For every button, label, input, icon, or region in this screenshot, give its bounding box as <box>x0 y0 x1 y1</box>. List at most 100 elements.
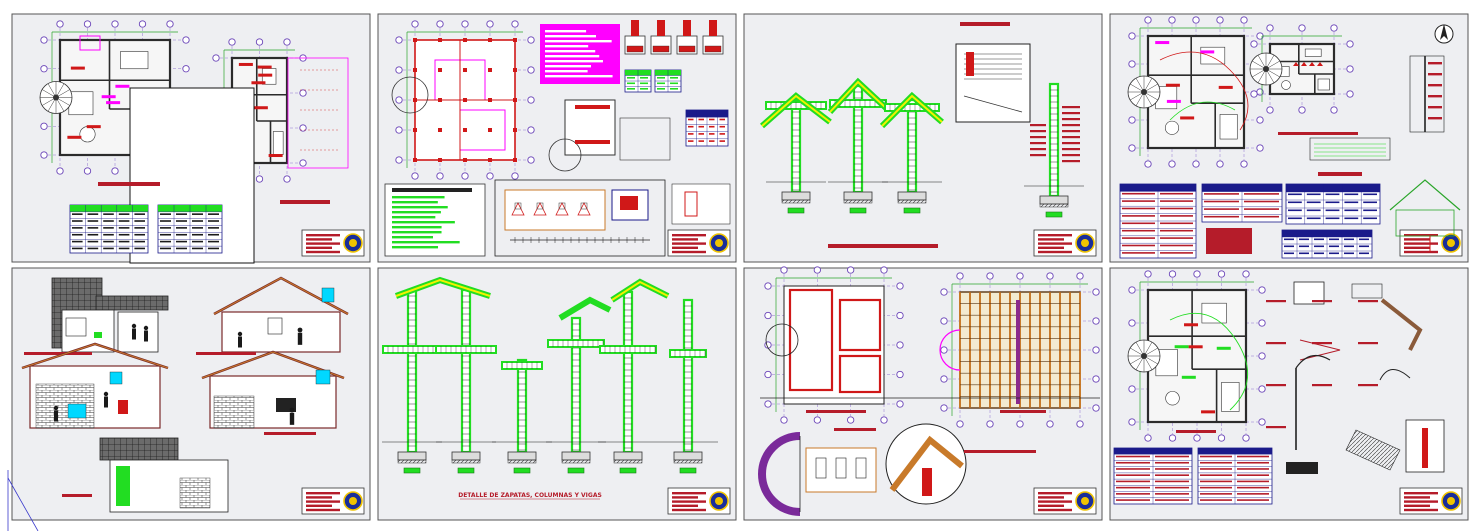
data-table-cell <box>670 82 678 85</box>
rebar-detail-frame <box>504 189 606 231</box>
axis-bubble <box>56 20 64 28</box>
data-table-cell <box>192 213 203 215</box>
detail-callout <box>619 117 671 161</box>
note-line <box>545 45 589 48</box>
detail-label <box>1358 342 1378 345</box>
data-table-cell <box>1160 252 1193 254</box>
footing-base <box>451 459 481 464</box>
data-table <box>1201 183 1283 223</box>
foundation-stair-outline <box>391 76 429 114</box>
axis-bubble <box>1266 106 1274 114</box>
page-caption-text: DETALLE DE ZAPATAS, COLUMNAS Y VIGAS <box>458 492 602 499</box>
data-table-cell <box>1244 193 1279 195</box>
stair-post <box>1141 353 1147 359</box>
rebar-note <box>1030 124 1046 127</box>
human-figure <box>289 407 295 425</box>
figure-head <box>131 323 137 329</box>
axis-bubble <box>1346 90 1354 98</box>
axis-bubble <box>940 375 948 383</box>
sheet-3 <box>743 13 1103 263</box>
data-table-cell <box>627 77 635 79</box>
footing-pad <box>488 128 492 132</box>
structural-column <box>492 358 552 474</box>
logo-seal <box>343 491 363 511</box>
data-table-cell <box>1237 493 1269 495</box>
data-table-cell <box>1325 201 1340 204</box>
data-table-cell <box>1329 245 1339 248</box>
axis-bubble <box>182 36 190 44</box>
axis-bubble <box>1092 346 1100 354</box>
data-table-cell <box>1325 209 1340 212</box>
spiral-stair <box>1249 52 1283 86</box>
axis-bubble <box>780 266 788 274</box>
title-block-line <box>672 250 706 254</box>
title-block-line <box>1038 500 1072 503</box>
floor-plan <box>1127 34 1246 150</box>
roof-drain-detail <box>1380 298 1423 351</box>
axis-bubble <box>1128 60 1136 68</box>
footing-pad <box>438 98 442 102</box>
data-table-cell <box>1237 468 1269 470</box>
footing-pad <box>488 68 492 72</box>
annotation-tag <box>258 73 273 77</box>
rebar-section <box>558 202 566 210</box>
rebar-section <box>514 202 522 210</box>
title-block-line <box>1038 238 1064 241</box>
data-table-cell <box>1160 200 1193 202</box>
elevation-title-tag <box>24 352 92 355</box>
data-table-cell <box>1160 215 1193 217</box>
data-table-cell <box>1288 193 1302 196</box>
note-line <box>545 35 596 38</box>
logo-seal <box>1441 491 1461 511</box>
title-block-line <box>672 246 698 249</box>
roof-rafter-core <box>395 278 491 297</box>
note-line <box>545 60 603 63</box>
title-block-line <box>306 246 332 249</box>
data-table-cell <box>1359 238 1369 241</box>
data-table-cell <box>1122 215 1155 217</box>
axis-bubble <box>40 151 48 159</box>
annotation-tag <box>1218 85 1233 89</box>
axis-bubble <box>1258 352 1266 360</box>
elevation-window <box>321 287 335 303</box>
data-table-cell <box>1122 244 1155 247</box>
data-table-cell <box>1237 499 1269 501</box>
rebar-note <box>1030 154 1046 157</box>
axis-bubble <box>896 400 904 408</box>
data-table-cell <box>72 247 83 250</box>
data-table-cell <box>1244 215 1279 218</box>
beam-body <box>669 349 707 358</box>
data-table <box>1119 183 1197 259</box>
axis-bubble <box>956 272 964 280</box>
figure-head <box>289 407 295 413</box>
general-notes-text <box>545 30 613 78</box>
extra-detail-frame <box>671 183 731 225</box>
axis-bubble <box>986 420 994 428</box>
furniture-table <box>1281 80 1291 90</box>
footing-pad <box>513 38 517 42</box>
data-table-cell <box>698 140 704 142</box>
note-line <box>392 196 445 199</box>
axis-bubble <box>411 172 419 180</box>
data-table-cell <box>1122 200 1155 202</box>
title-block-line <box>306 242 340 245</box>
data-table-cell <box>1299 252 1309 255</box>
data-table-cell <box>719 140 725 142</box>
annotation-tag <box>1174 345 1189 349</box>
axis-bubble <box>1242 270 1250 278</box>
title-block-line <box>306 238 332 241</box>
data-table-cell <box>87 227 99 229</box>
roof-block <box>95 295 169 311</box>
valve-detail <box>1351 283 1383 299</box>
footing-pad <box>413 128 417 132</box>
axis-bubble <box>1242 434 1250 442</box>
data-table-cell <box>118 220 130 222</box>
roof-plan <box>765 285 885 405</box>
axis-bubble <box>956 420 964 428</box>
axis-bubble <box>1144 16 1152 24</box>
title-block-line <box>306 500 340 503</box>
data-table-cell <box>698 118 704 121</box>
axis-bubble <box>166 20 174 28</box>
title-block-line <box>306 496 332 499</box>
data-table-cell <box>688 133 694 135</box>
